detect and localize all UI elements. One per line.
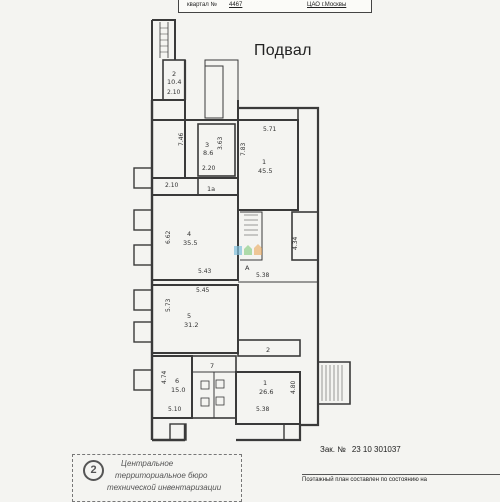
stamp-line: технической инвентаризации [107,483,222,492]
room-A-id: А [245,264,250,272]
order-number: Зак. № 23 10 301037 [314,445,401,454]
dim: 6.62 [165,230,172,244]
watermark-logo [234,244,262,255]
dim: 5.10 [168,406,182,413]
dim: 2.20 [202,165,216,172]
dim: 7.46 [178,132,185,146]
room-5-area: 31.2 [184,321,198,329]
order-value: 23 10 301037 [351,445,401,454]
stamp-line: территориальное бюро [115,471,208,480]
dim: 5.71 [263,126,277,133]
room-4-area: 35.5 [183,239,197,247]
room-1-id: 1 [262,158,266,166]
dim: 3.63 [217,136,224,150]
dim: 2.10 [167,89,181,96]
room-1-area: 45.5 [258,167,272,175]
room-1b-id: 1 [263,379,267,387]
order-label: Зак. № [320,445,346,454]
dim: 5.73 [165,298,172,312]
room-5-id: 5 [187,312,191,320]
header-box: квартал № 4467 ЦАО г.Москвы [178,0,372,13]
room-1a-id: 1а [207,185,215,193]
bti-stamp: 2 Центральное территориальное бюро техни… [72,454,242,502]
stamp-number: 2 [83,460,104,481]
district: ЦАО г.Москвы [307,2,347,8]
kvartal-label: квартал № [187,2,217,8]
dim: 5.38 [256,406,270,413]
room-3-id: 3 [205,141,209,149]
room-7-id: 7 [210,362,214,370]
dim: 7.83 [240,142,247,156]
dim: 4.74 [161,370,168,384]
room-2-id: 2 [172,70,176,78]
kvartal-number: 4467 [229,2,243,8]
room-3-area: 8.6 [203,149,213,157]
plan-note: Поэтажный план составлен по состоянию на [302,474,500,483]
dim: 5.43 [198,268,212,275]
dim: 2.10 [165,182,179,189]
room-2-area: 10.4 [167,78,181,86]
floor-title: Подвал [254,42,312,59]
dim: 4.34 [292,236,299,250]
dim: 5.45 [196,287,210,294]
room-1b-area: 26.6 [259,388,273,396]
room-6-area: 15.0 [171,386,185,394]
room-4-id: 4 [187,230,191,238]
room-2b-id: 2 [266,346,270,354]
stamp-line: Центральное [121,459,174,468]
dim: 5.38 [256,272,270,279]
dim: 4.80 [290,380,297,394]
room-6-id: 6 [175,377,179,385]
